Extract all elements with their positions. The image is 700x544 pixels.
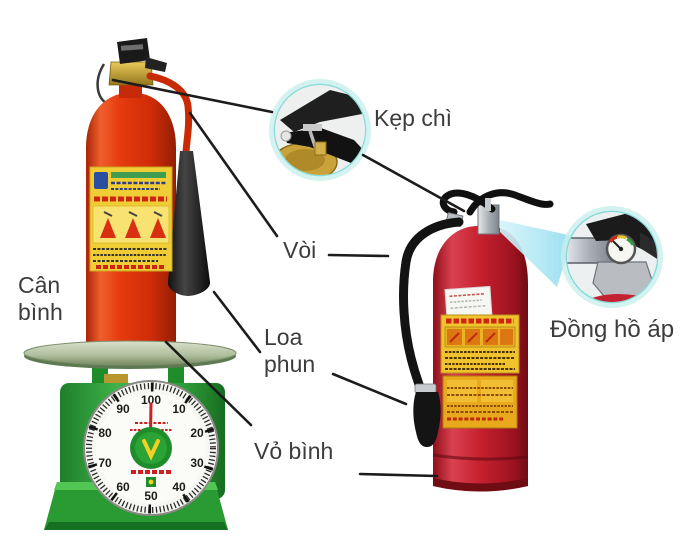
magnifier-gauge-icon <box>561 206 663 308</box>
dial-number: 70 <box>98 456 112 470</box>
cylinder-foot <box>433 478 528 492</box>
callout-lines <box>111 78 466 478</box>
red-hose <box>146 72 193 156</box>
label-vo-binh: Vỏ bình <box>254 438 334 464</box>
powder-label-secondary <box>442 375 518 429</box>
powder-extinguisher <box>399 189 554 492</box>
seal-detail <box>275 85 365 175</box>
callout-line-loa-phun-to-nozzle <box>331 372 408 406</box>
valve-pin <box>485 198 491 211</box>
weighing-scale: 100 10 20 30 40 50 60 70 80 90 <box>23 340 237 530</box>
scale-base-shadow <box>44 522 228 530</box>
valve-lever <box>145 57 167 72</box>
hose-nozzle <box>413 392 441 447</box>
callout-line-seal-circle-to-handle <box>361 153 466 213</box>
discharge-horn <box>167 151 211 296</box>
callout-line-hose-to-voi <box>188 111 279 238</box>
label-can-binh: Cân bình <box>18 272 63 325</box>
valve-handle <box>117 38 150 64</box>
callout-line-voi-horizontal <box>327 253 390 258</box>
magnifier-seal-icon <box>269 79 371 181</box>
callout-line-vo-binh-horizontal <box>358 472 439 478</box>
weighing-pan <box>23 340 237 366</box>
co2-extinguisher <box>86 38 211 363</box>
scale-dial: 100 10 20 30 40 50 60 70 80 90 <box>83 380 219 516</box>
label-kep-chi: Kẹp chì <box>374 105 452 131</box>
dial-major-ticks <box>85 382 217 514</box>
dial-number: 40 <box>172 480 186 494</box>
label-voi: Vòi <box>283 237 317 263</box>
callout-line-horn-to-loa-phun <box>212 290 262 354</box>
nozzle-band <box>414 383 437 394</box>
label-loa-phun: Loa phun <box>264 324 316 377</box>
dial-number: 90 <box>116 402 130 416</box>
callout-line-valve-to-seal-circle <box>111 78 274 114</box>
dial-number: 10 <box>172 402 186 416</box>
carry-handle <box>439 189 496 216</box>
callout-line-body-to-vo-binh <box>164 340 253 427</box>
white-sticker <box>444 285 493 321</box>
magnifier-beam <box>500 220 573 287</box>
powder-label-main <box>440 314 520 374</box>
valve-handle-highlight <box>120 44 144 51</box>
dial-number: 100 <box>141 393 161 407</box>
cylinder-groove <box>432 453 529 461</box>
label-dong-ho-ap: Đồng hồ áp <box>550 316 675 343</box>
co2-label <box>89 166 173 272</box>
dial-number: 80 <box>98 426 112 440</box>
dial-minor-ticks <box>86 383 216 513</box>
dial-number: 30 <box>190 456 204 470</box>
dial-number: 50 <box>144 489 158 503</box>
safety-pin-wire <box>96 63 109 106</box>
pan-hinge <box>104 374 128 383</box>
brass-valve <box>108 61 154 86</box>
black-hose <box>399 217 464 392</box>
dial-number: 60 <box>116 480 130 494</box>
hub-v-logo <box>142 439 160 461</box>
dial-number: 20 <box>190 426 204 440</box>
